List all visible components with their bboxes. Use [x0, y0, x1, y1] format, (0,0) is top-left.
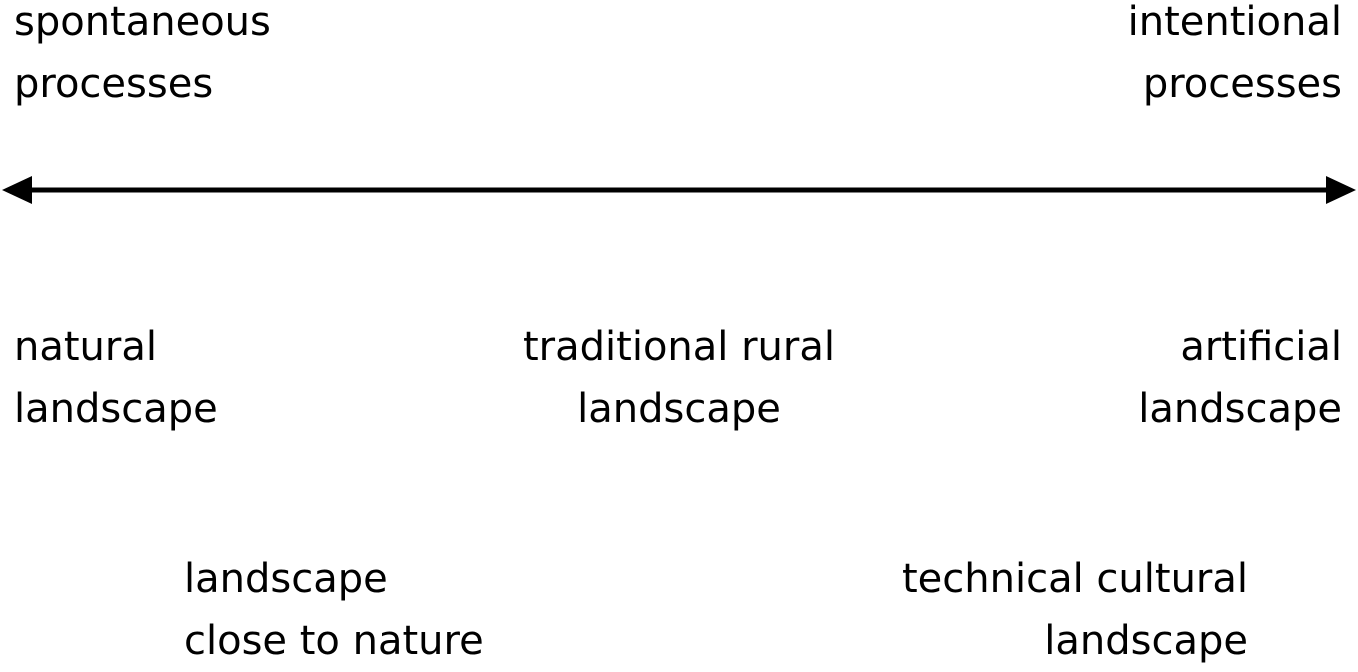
spontaneous-processes-line1: spontaneous: [14, 0, 271, 45]
traditional-rural-landscape-label: traditional rural landscape: [512, 316, 846, 440]
double-headed-arrow: [2, 176, 1356, 204]
traditional-rural-landscape-line1: traditional rural: [523, 324, 835, 370]
natural-landscape-label: natural landscape: [14, 316, 218, 440]
landscape-close-to-nature-line2: close to nature: [184, 618, 484, 664]
technical-cultural-landscape-label: technical cultural landscape: [902, 548, 1248, 672]
landscape-close-to-nature-label: landscape close to nature: [184, 548, 484, 672]
spontaneous-processes-line2: processes: [14, 61, 214, 107]
landscape-close-to-nature-line1: landscape: [184, 556, 388, 602]
artificial-landscape-line2: landscape: [1138, 386, 1342, 432]
arrow-head-right: [1326, 176, 1356, 204]
spontaneous-processes-label: spontaneous processes: [14, 0, 271, 115]
natural-landscape-line1: natural: [14, 324, 157, 370]
technical-cultural-landscape-line1: technical cultural: [902, 556, 1248, 602]
technical-cultural-landscape-line2: landscape: [1044, 618, 1248, 664]
natural-landscape-line2: landscape: [14, 386, 218, 432]
arrow-head-left: [2, 176, 32, 204]
intentional-processes-label: intentional processes: [1128, 0, 1342, 115]
traditional-rural-landscape-line2: landscape: [577, 386, 781, 432]
artificial-landscape-label: artificial landscape: [1138, 316, 1342, 440]
artificial-landscape-line1: artificial: [1180, 324, 1342, 370]
intentional-processes-line1: intentional: [1127, 0, 1342, 45]
intentional-processes-line2: processes: [1142, 61, 1342, 107]
